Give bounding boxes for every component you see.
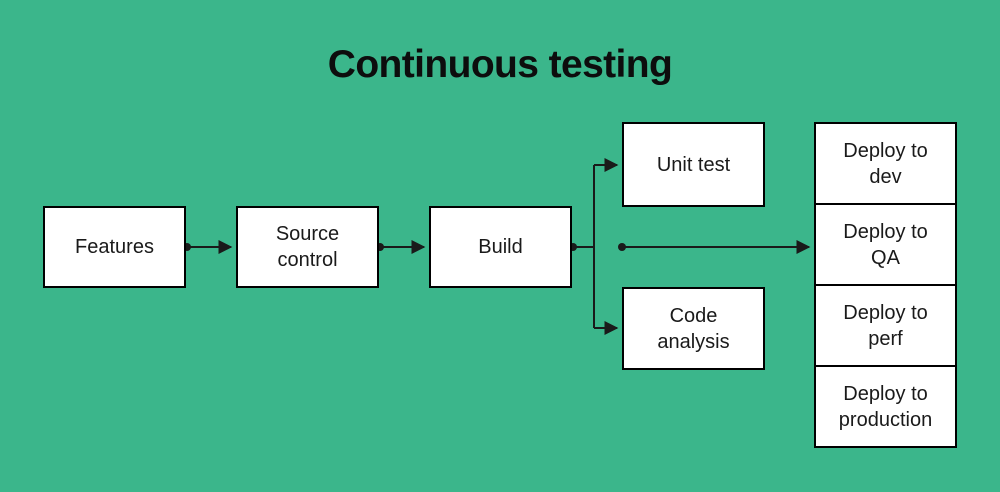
deploy-cell-perf[interactable]: Deploy to perf: [816, 286, 955, 367]
deploy-cell-qa[interactable]: Deploy to QA: [816, 205, 955, 286]
deploy-cell-dev[interactable]: Deploy to dev: [816, 124, 955, 205]
node-code-analysis[interactable]: Code analysis: [622, 287, 765, 370]
node-source-control[interactable]: Source control: [236, 206, 379, 288]
deploy-cell-production[interactable]: Deploy to production: [838, 382, 933, 431]
deploy-stack: Deploy to dev Deploy to QA Deploy to per…: [814, 122, 957, 448]
node-unit-test[interactable]: Unit test: [622, 122, 765, 207]
node-features[interactable]: Features: [43, 206, 186, 288]
node-build[interactable]: Build: [429, 206, 572, 288]
page-title: Continuous testing: [327, 43, 673, 86]
edge-origin-dot-deploy-run: [618, 243, 626, 251]
